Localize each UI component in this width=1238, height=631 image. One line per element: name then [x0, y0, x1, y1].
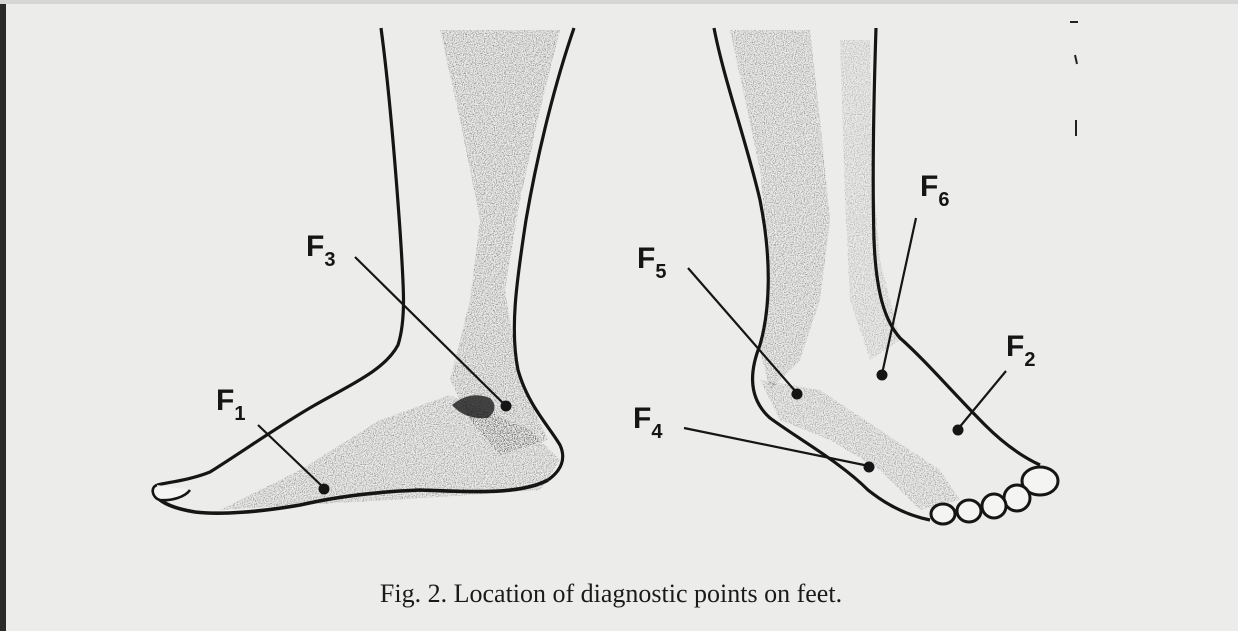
scan-artifacts — [1070, 22, 1078, 136]
toe-5 — [931, 504, 955, 524]
point-f6-dot — [877, 370, 888, 381]
point-labels: F1 F3 F5 F6 F2 F4 — [216, 170, 1035, 443]
label-f6: F6 — [920, 170, 949, 211]
right-foot-illustration — [714, 28, 1058, 524]
left-big-toe — [153, 485, 190, 500]
left-leg-front-outline — [157, 28, 404, 485]
point-f4-dot — [864, 462, 875, 473]
left-foot-illustration — [153, 28, 574, 513]
point-f3-dot — [501, 401, 512, 412]
right-leg-shading — [730, 30, 830, 390]
figure-caption: Fig. 2. Location of diagnostic points on… — [380, 579, 842, 608]
scan-mark-2 — [1075, 55, 1077, 64]
label-f5: F5 — [637, 242, 666, 283]
toe-4 — [957, 500, 981, 522]
right-foot-shading — [760, 380, 960, 510]
point-f2-dot — [953, 425, 964, 436]
label-f3: F3 — [306, 230, 335, 271]
label-f1: F1 — [216, 384, 245, 425]
toe-3 — [982, 494, 1006, 518]
point-f5-dot — [792, 389, 803, 400]
label-f2: F2 — [1006, 330, 1035, 371]
point-f1-dot — [319, 484, 330, 495]
right-shin-shading — [840, 40, 900, 360]
right-leg-inner-outline — [873, 28, 1040, 465]
left-leg-shading — [440, 30, 560, 455]
label-f4: F4 — [633, 402, 663, 443]
toe-2 — [1004, 485, 1030, 511]
